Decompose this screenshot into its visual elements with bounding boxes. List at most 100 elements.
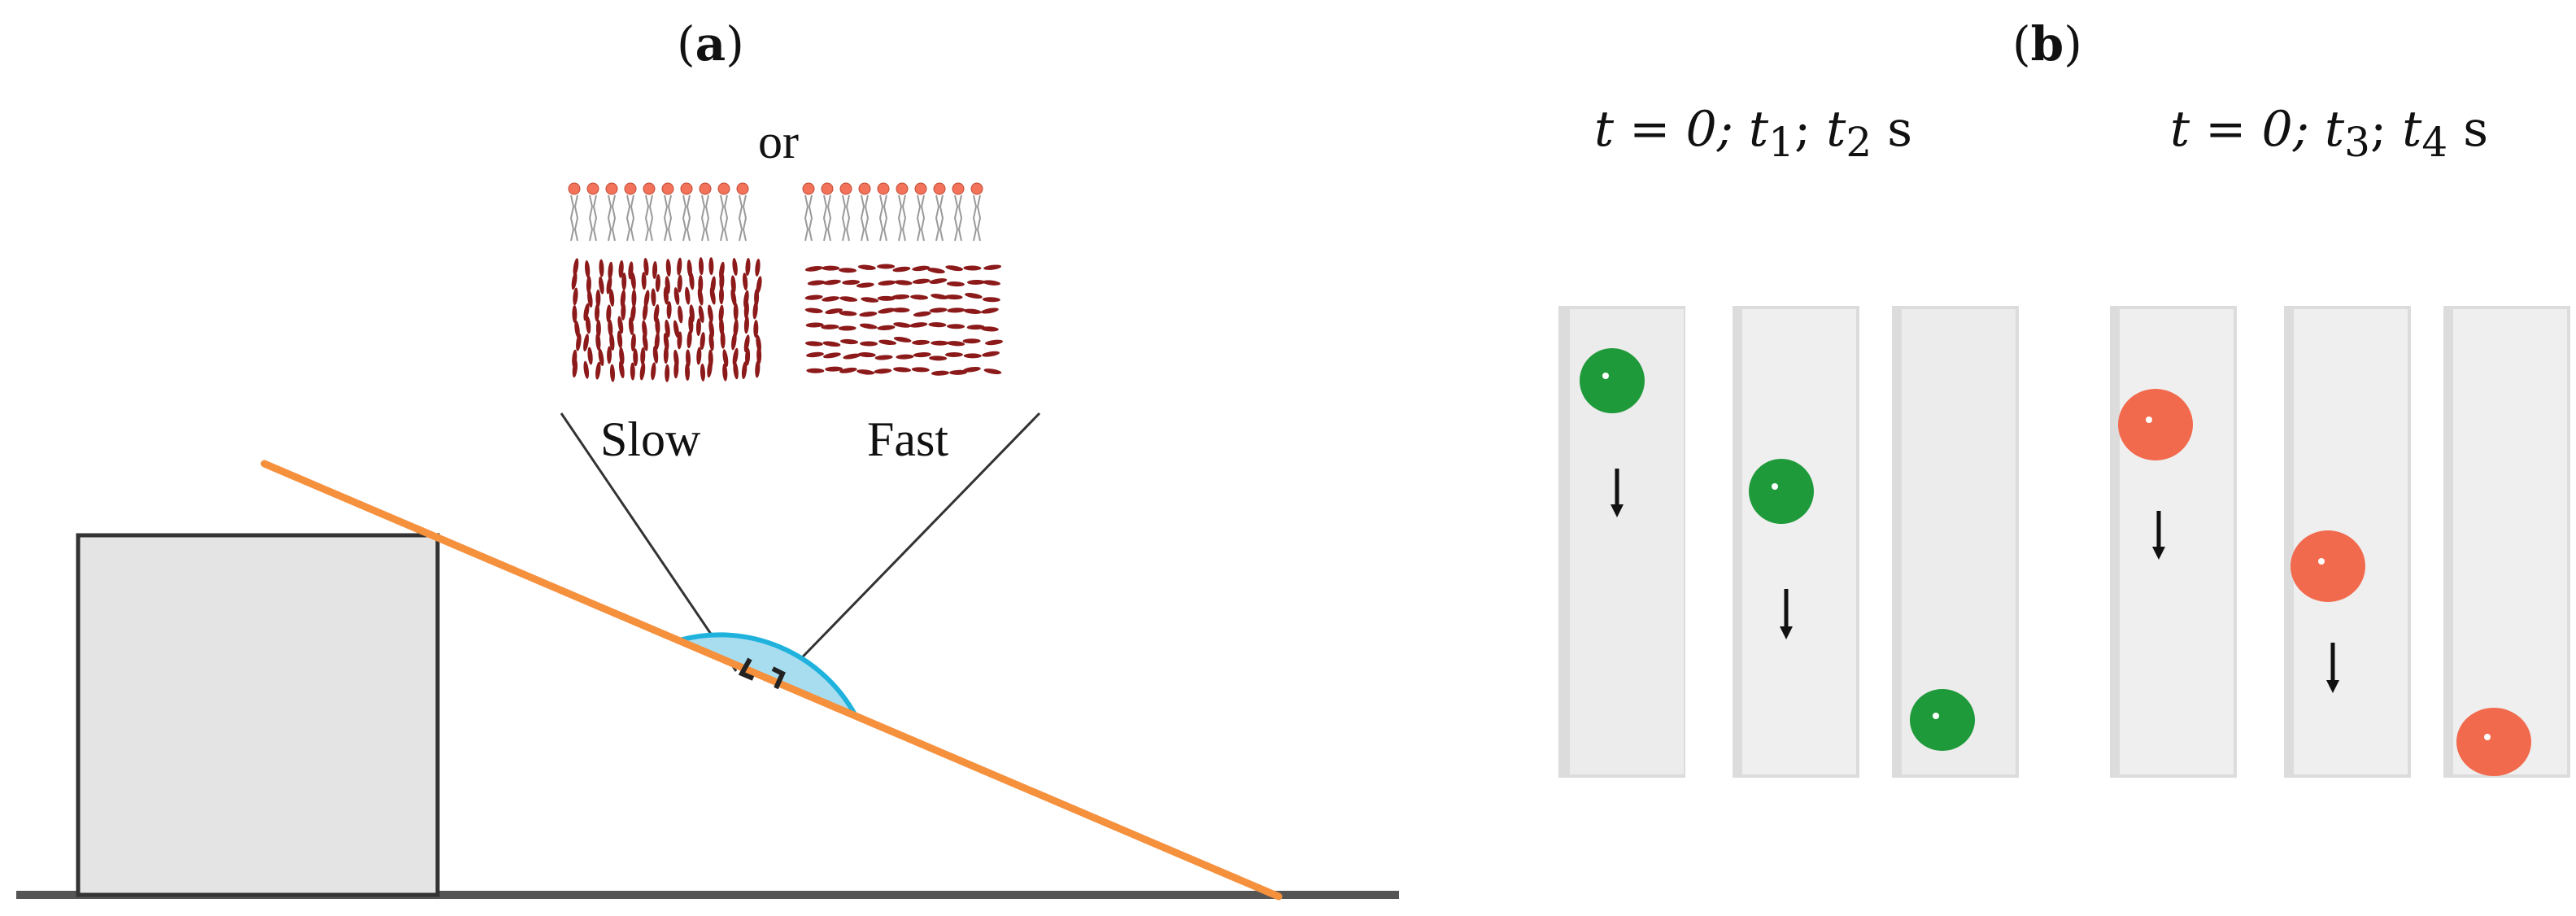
lc-molecule bbox=[980, 326, 999, 332]
lc-molecule bbox=[929, 308, 948, 313]
lc-molecule bbox=[730, 288, 737, 307]
lipid-tail bbox=[700, 194, 706, 242]
lc-molecule bbox=[912, 339, 931, 345]
lc-molecule bbox=[606, 304, 612, 323]
lc-molecule bbox=[967, 279, 986, 285]
lc-molecule bbox=[804, 341, 823, 347]
lipid-tail bbox=[630, 194, 635, 242]
lc-molecule bbox=[583, 360, 590, 379]
lc-molecule bbox=[843, 353, 861, 360]
lc-molecule bbox=[574, 320, 580, 338]
lc-molecule bbox=[962, 338, 981, 344]
lc-molecule bbox=[655, 316, 660, 335]
lc-molecule bbox=[838, 325, 856, 331]
lc-molecule bbox=[700, 332, 705, 350]
lc-molecule bbox=[806, 368, 825, 373]
lc-molecule bbox=[655, 273, 660, 292]
lc-molecule bbox=[743, 334, 750, 353]
time-t1-sub: 1 bbox=[1768, 119, 1794, 166]
arrow-down-icon bbox=[1611, 469, 1624, 517]
lipid-tail bbox=[808, 194, 813, 242]
lc-molecule bbox=[608, 319, 613, 338]
lc-molecule bbox=[685, 349, 691, 368]
lc-molecule bbox=[822, 296, 840, 302]
lc-molecule bbox=[651, 288, 656, 307]
lc-molecule bbox=[595, 289, 601, 308]
lipid-head bbox=[877, 182, 890, 195]
lc-molecule bbox=[878, 339, 897, 346]
lipid-tail bbox=[686, 194, 691, 242]
lc-molecule bbox=[718, 304, 724, 323]
lc-molecule bbox=[894, 280, 913, 286]
lc-molecule bbox=[698, 257, 704, 276]
lc-molecule bbox=[608, 289, 615, 307]
lc-molecule bbox=[576, 333, 582, 351]
lc-molecule bbox=[689, 272, 695, 290]
lipid-tail bbox=[648, 194, 654, 242]
or-label: or bbox=[758, 115, 799, 168]
lc-molecule bbox=[695, 318, 701, 337]
arrow-down-icon bbox=[1780, 589, 1793, 639]
lc-molecule bbox=[877, 264, 896, 269]
lipid-tail bbox=[897, 194, 903, 242]
lc-molecule bbox=[686, 330, 692, 349]
lc-molecule bbox=[630, 304, 636, 323]
lc-molecule bbox=[654, 332, 660, 351]
lc-molecule bbox=[839, 296, 858, 302]
lc-molecule bbox=[663, 346, 669, 364]
lipid-head bbox=[914, 182, 927, 195]
panel-b-label: (b) bbox=[2012, 16, 2082, 72]
panel-a-letter: a bbox=[695, 16, 726, 72]
lipid-head bbox=[699, 182, 712, 195]
lc-molecule bbox=[928, 322, 947, 328]
lc-molecule bbox=[673, 320, 679, 338]
lc-molecule bbox=[892, 266, 911, 273]
lc-molecule bbox=[673, 360, 679, 379]
lc-molecule bbox=[609, 364, 616, 382]
incline-line bbox=[260, 460, 1283, 901]
arrow-down-icon bbox=[2152, 511, 2165, 560]
lipid-tail bbox=[569, 194, 575, 242]
lc-molecule bbox=[944, 294, 963, 300]
lc-molecule bbox=[585, 316, 591, 334]
lc-molecule bbox=[673, 287, 680, 305]
red-droplet-t3 bbox=[2291, 530, 2365, 602]
lc-molecule bbox=[756, 346, 762, 364]
lc-molecule bbox=[573, 287, 578, 306]
lc-molecule bbox=[677, 257, 682, 276]
lc-molecule bbox=[982, 351, 1000, 357]
lc-molecule bbox=[720, 330, 726, 349]
strip-4 bbox=[2110, 306, 2237, 778]
lc-molecule bbox=[857, 352, 876, 358]
lc-molecule bbox=[745, 347, 751, 366]
lc-molecule bbox=[745, 258, 751, 277]
lc-molecule bbox=[733, 319, 739, 338]
lc-molecule bbox=[931, 340, 949, 346]
lc-molecule bbox=[584, 260, 591, 278]
lc-molecule bbox=[665, 364, 670, 382]
lc-molecule bbox=[963, 308, 982, 314]
lc-molecule bbox=[909, 322, 928, 328]
lc-molecule bbox=[755, 259, 761, 277]
lipid-tail bbox=[878, 194, 884, 242]
strip-6 bbox=[2443, 306, 2570, 778]
lc-molecule bbox=[598, 348, 604, 366]
time-t1-symbol: t bbox=[1749, 101, 1769, 158]
lc-molecule bbox=[621, 302, 626, 321]
lc-molecule bbox=[806, 351, 824, 358]
panel-b-letter: b bbox=[2030, 16, 2064, 72]
lc-molecule bbox=[947, 324, 965, 329]
lc-molecule bbox=[931, 370, 949, 376]
lc-molecule bbox=[839, 367, 857, 373]
lipid-tail bbox=[723, 194, 729, 242]
lc-molecule bbox=[709, 286, 716, 305]
lc-molecule bbox=[633, 348, 639, 367]
lipid-tail bbox=[901, 194, 907, 242]
lc-molecule bbox=[856, 369, 875, 375]
lc-molecule bbox=[677, 274, 682, 293]
lipid-tail bbox=[592, 194, 598, 242]
lc-molecule bbox=[859, 323, 878, 329]
green-droplet-t2 bbox=[1910, 689, 1975, 751]
lc-molecule bbox=[573, 258, 579, 277]
lipid-tail bbox=[826, 194, 832, 242]
